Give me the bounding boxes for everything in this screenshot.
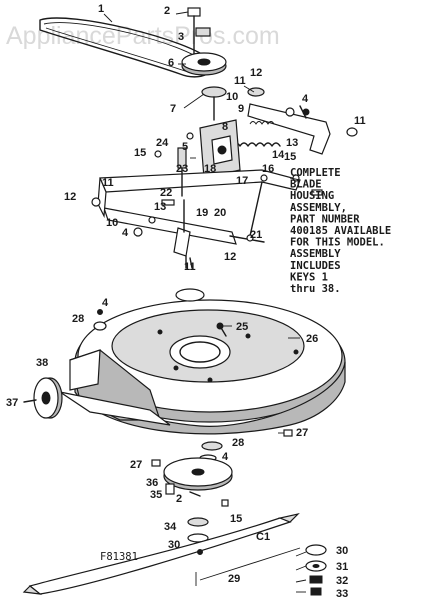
side-pulley: [23, 377, 63, 419]
part-callout: 6: [168, 57, 174, 69]
part-callout: 5: [182, 141, 188, 153]
part-callout: 26: [306, 333, 318, 345]
part-callout: 35: [150, 489, 162, 501]
part-callout: 9: [238, 103, 244, 115]
part-callout: 11: [234, 75, 246, 87]
part-callout: 12: [250, 67, 262, 79]
part-callout: 10: [226, 91, 238, 103]
part-callout: 28: [72, 313, 84, 325]
part-callout: 12: [64, 191, 76, 203]
part-callout: 15: [134, 147, 146, 159]
lift-link: [154, 132, 194, 269]
part-callout: 11: [354, 115, 366, 127]
part-callout: 32: [336, 575, 348, 587]
part-callout: 23: [176, 163, 188, 175]
note-line: BLADE: [290, 179, 322, 191]
part-callout: 22: [160, 187, 172, 199]
part-callout: 4: [102, 297, 109, 309]
leader-lines: [103, 11, 307, 593]
discharge-chute: [59, 349, 171, 426]
part-callout: 20: [214, 207, 226, 219]
note-line: thru 38.: [290, 283, 341, 295]
note-line: ASSEMBLY,: [290, 202, 347, 214]
note-line: COMPLETE: [290, 167, 341, 179]
part-callout: 4: [222, 451, 229, 463]
blade-adapter: [163, 441, 233, 543]
tension-spring: [231, 121, 281, 147]
part-callout: 2: [176, 493, 182, 505]
part-callout: 3: [178, 31, 184, 43]
part-callout: 30: [168, 539, 180, 551]
part-callout: 8: [222, 121, 228, 133]
part-callout: 19: [196, 207, 208, 219]
part-callout: 27: [130, 459, 142, 471]
part-callout: 37: [6, 397, 18, 409]
part-callout: 27: [296, 427, 308, 439]
part-callout: 11: [102, 177, 114, 189]
mower-blade: [22, 512, 300, 595]
part-callout: 15: [230, 513, 242, 525]
part-callout: 21: [250, 229, 262, 241]
height-adjust-frame: [91, 169, 301, 245]
part-callout: 1: [98, 3, 104, 15]
note-line: KEYS 1: [290, 271, 328, 283]
part-callout: 33: [336, 588, 348, 600]
part-callout: 25: [236, 321, 248, 333]
misc-hardware: [133, 107, 323, 237]
note-line: HOUSING: [290, 190, 334, 202]
spindle-pulley: [181, 52, 227, 76]
part-callout: 36: [146, 477, 158, 489]
note-line: ASSEMBLY: [290, 248, 341, 260]
note-line: 400185 AVAILABLE: [290, 225, 391, 237]
part-callout: 12: [224, 251, 236, 263]
note-line: INCLUDES: [290, 260, 341, 272]
part-callout: 38: [36, 357, 48, 369]
part-callout: 15: [284, 151, 296, 163]
part-callout: 14: [272, 149, 285, 161]
part-callout: 10: [106, 217, 118, 229]
center-bracket: [199, 119, 241, 179]
watermark: AppliancePartsPros.com: [6, 22, 280, 50]
part-callout: 4: [122, 227, 129, 239]
part-callout: 29: [228, 573, 240, 585]
note-line: PART NUMBER: [290, 213, 360, 225]
part-callout: 16: [262, 163, 274, 175]
spindle-spacer: [201, 86, 227, 121]
part-callout: 13: [154, 201, 166, 213]
part-callout: 7: [170, 103, 176, 115]
part-callout: 34: [164, 521, 177, 533]
part-callout: 4: [302, 93, 309, 105]
idler-arm-right: [247, 87, 358, 155]
hardware-kit: [195, 544, 327, 596]
note-line: FOR THIS MODEL.: [290, 237, 385, 249]
top-bolt: [187, 7, 211, 55]
figure-id: F81381: [100, 551, 138, 563]
part-callout: 28: [232, 437, 244, 449]
part-callout: 31: [336, 561, 348, 573]
part-callout: C1: [256, 531, 270, 543]
part-callout: 24: [156, 137, 169, 149]
part-callout: 30: [336, 545, 348, 557]
part-callout: 2: [164, 5, 170, 17]
part-callout: 11: [184, 261, 196, 273]
part-callout: 17: [236, 175, 248, 187]
part-callout: 18: [204, 163, 216, 175]
part-callout: 13: [286, 137, 298, 149]
